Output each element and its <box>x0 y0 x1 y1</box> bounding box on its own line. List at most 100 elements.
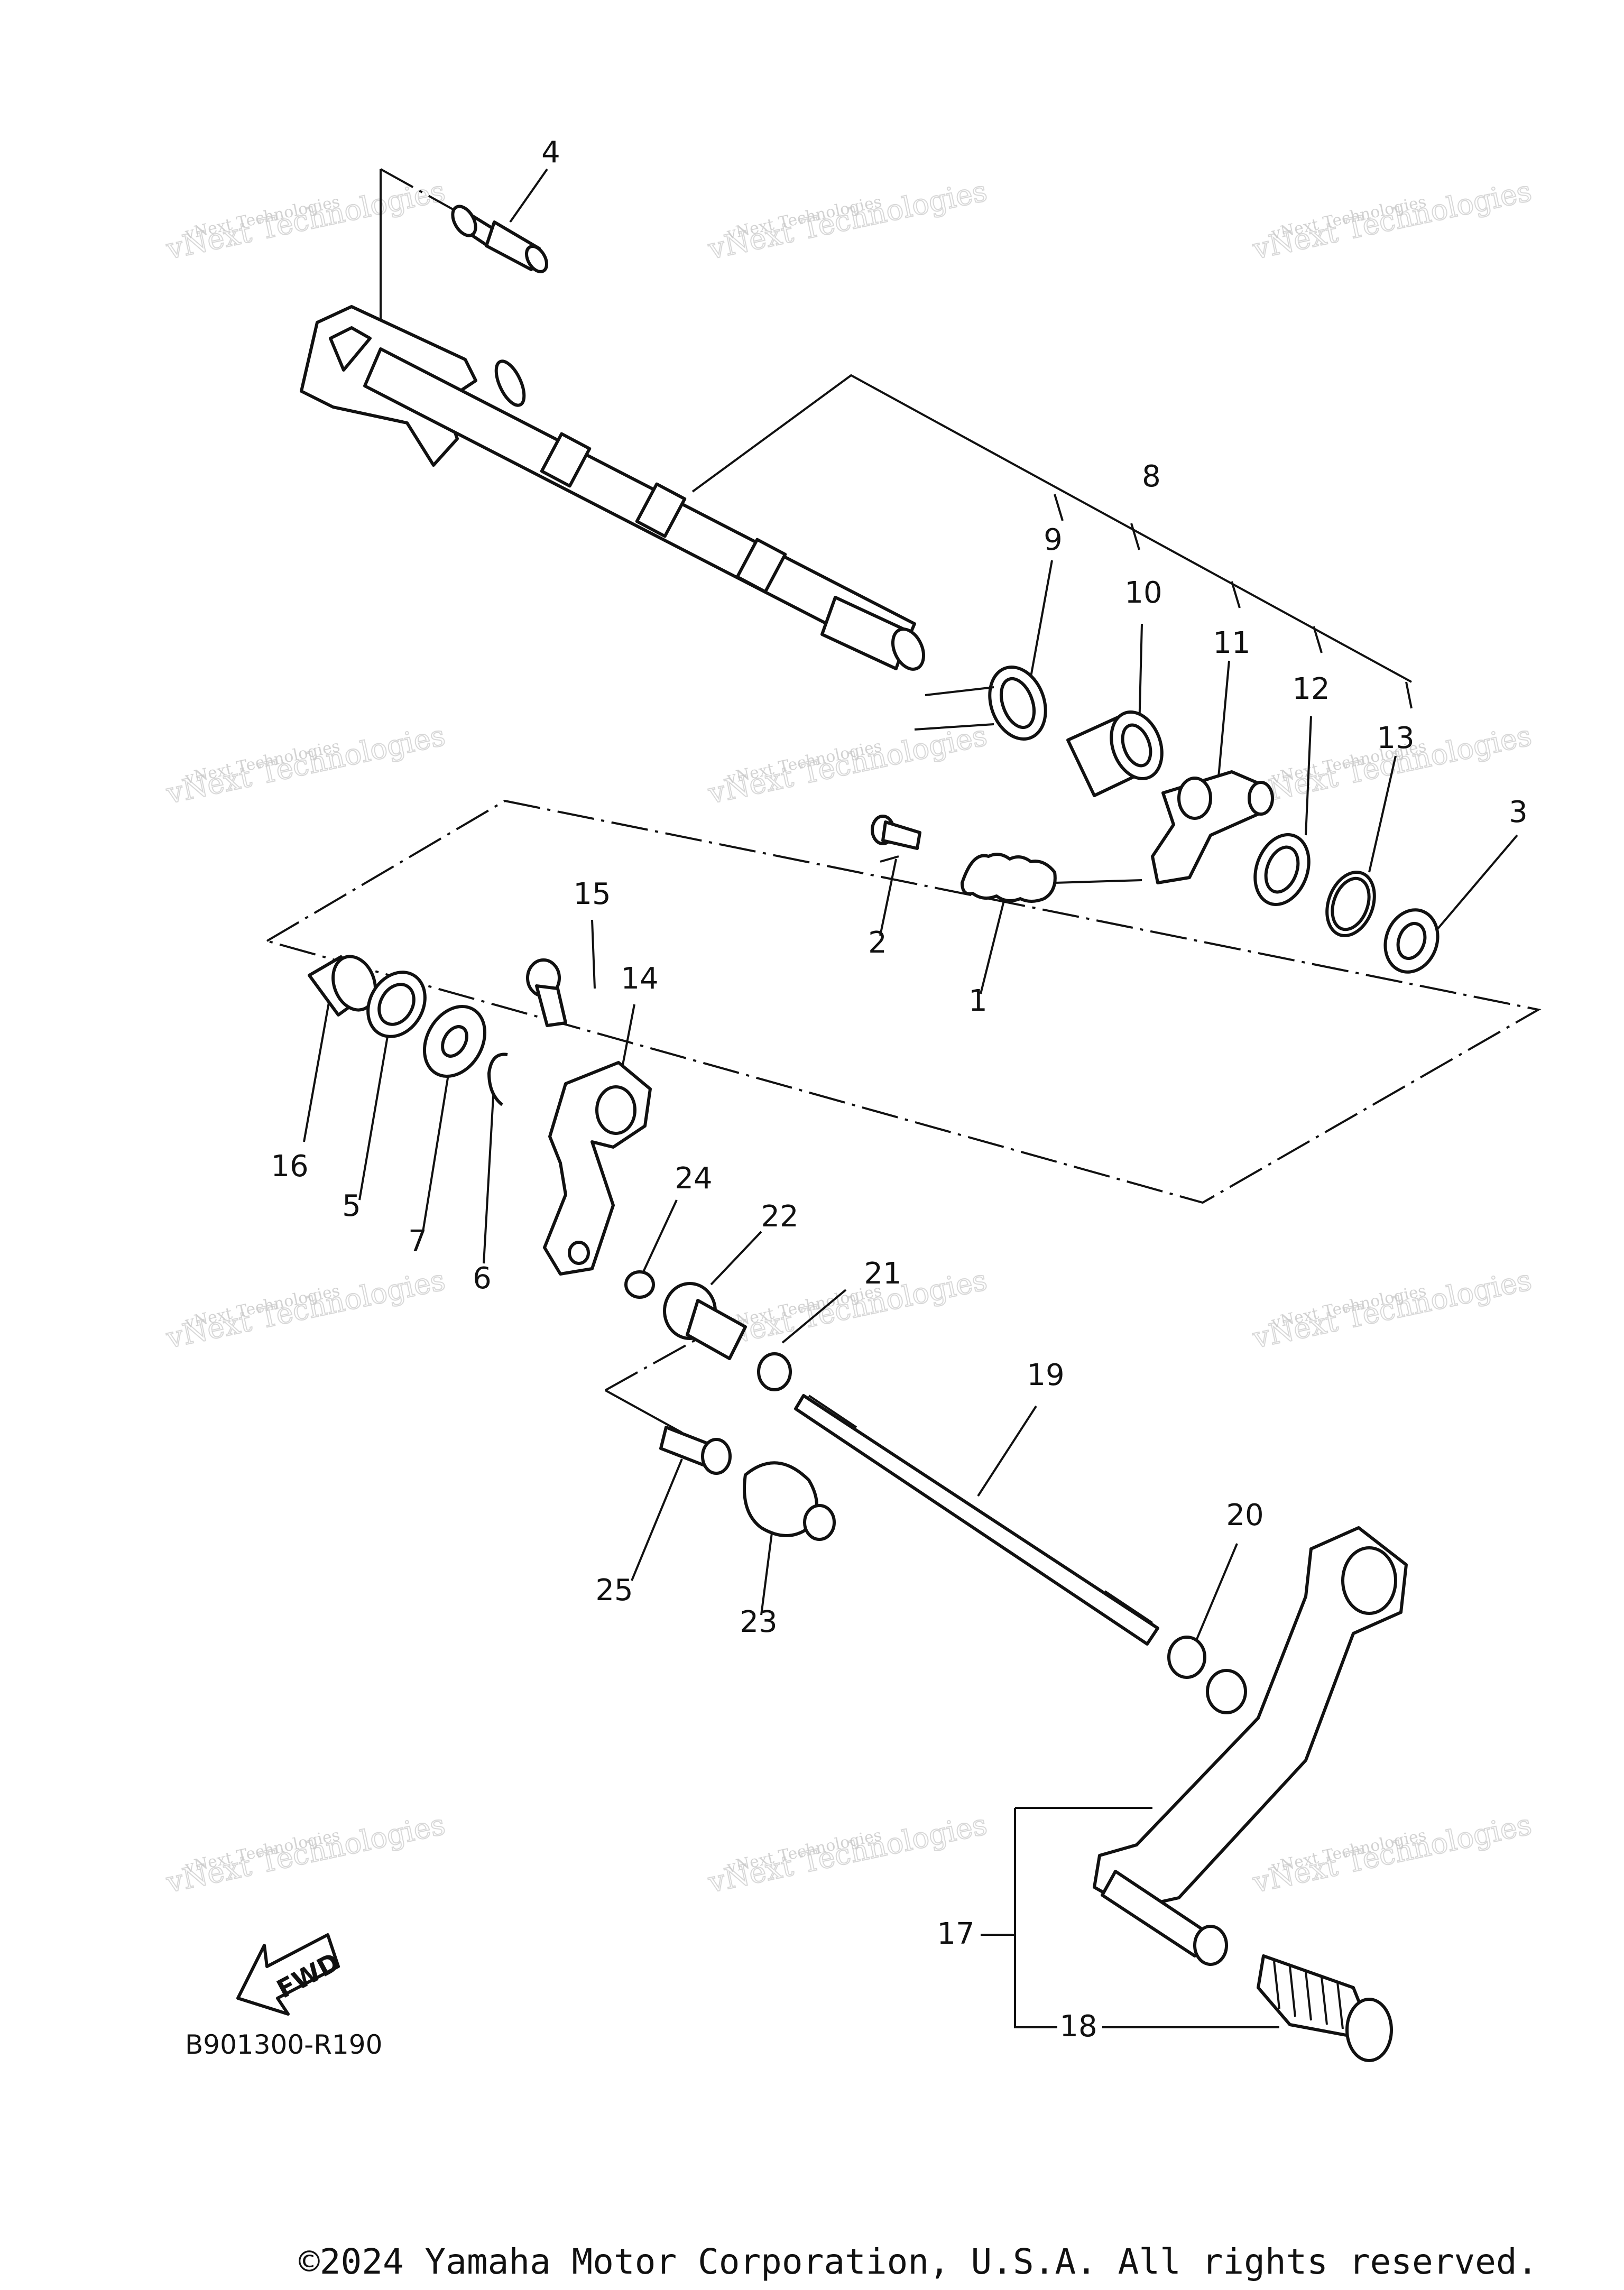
pedal-rod-joint <box>1206 1669 1247 1714</box>
shaft-assembly-bracket <box>691 374 1412 683</box>
nut-part-20 <box>1167 1636 1206 1679</box>
pin-shank <box>881 820 921 850</box>
leader-3 <box>1426 834 1518 942</box>
rod-body <box>794 1394 1159 1646</box>
leader-7 <box>422 1051 453 1232</box>
part-number: 10 <box>1124 576 1162 610</box>
part-number: 16 <box>271 1149 308 1184</box>
spring-coil-inner <box>999 677 1036 730</box>
bearing-bore-5 <box>377 983 416 1026</box>
watermark: vNext Technologies vNext Technologies <box>163 1807 449 1900</box>
leader-23 <box>760 1532 773 1615</box>
part-number: 5 <box>342 1189 361 1223</box>
bolt15-shank <box>535 984 567 1027</box>
part-number: 17 <box>937 1917 974 1951</box>
bolt-part-25 <box>659 1426 732 1475</box>
part-number: 9 <box>1044 523 1063 557</box>
copyright-notice: ©2024 Yamaha Motor Corporation, U.S.A. A… <box>299 2241 1538 2282</box>
leader-5 <box>358 1014 392 1201</box>
leader-2 <box>879 858 897 936</box>
bolt25-head <box>701 1438 732 1475</box>
watermark: vNext Technologies vNext Technologies <box>163 1263 449 1355</box>
leader-10 <box>1138 623 1143 730</box>
assembly-lines <box>266 168 1542 2028</box>
bolt-part-15 <box>526 958 567 1027</box>
bolt-tip <box>525 245 548 273</box>
torsion-spring-part-9 <box>914 666 1047 741</box>
leader-lines <box>303 168 1518 1645</box>
part-number: 18 <box>1059 2009 1097 2044</box>
stopper-lever-part-11 <box>1151 770 1274 884</box>
tick-13 <box>1405 681 1413 709</box>
lever14-hole <box>568 1241 590 1265</box>
washer-bore-7 <box>441 1025 468 1058</box>
rod-threads <box>808 1395 1154 1624</box>
leader-21 <box>781 1289 847 1344</box>
shaft-collar-1 <box>540 432 592 488</box>
circlip-inner-13 <box>1331 876 1371 931</box>
part-number: 22 <box>761 1199 798 1234</box>
link-bracket-line <box>605 1389 682 1434</box>
leader-6 <box>483 1078 495 1264</box>
boot-ring <box>803 1504 836 1541</box>
part-number: 14 <box>621 962 658 996</box>
shaft-end <box>891 627 926 671</box>
part-number: 19 <box>1027 1358 1064 1392</box>
bolt-part-4 <box>451 205 548 273</box>
watermark: vNext Technologies vNext Technologies <box>1249 1807 1535 1900</box>
rubber-ribs <box>1273 1961 1344 2029</box>
leader-1 <box>980 898 1005 994</box>
lever14-body <box>543 1061 652 1276</box>
watermark: vNext Technologies vNext Technologies <box>705 1263 991 1355</box>
lever14-clamp <box>595 1085 636 1135</box>
eclip-part-6 <box>487 1052 508 1106</box>
spring-arm-line <box>1054 879 1142 884</box>
diagram-code: B901300-R190 <box>185 2029 382 2060</box>
collar-part-24 <box>624 1270 655 1299</box>
pedal-peg <box>1101 1870 1212 1957</box>
watermark: vNext Technologies vNext Technologies <box>1249 1263 1535 1355</box>
lever-roller <box>1248 781 1274 816</box>
spring-coils <box>961 853 1057 903</box>
watermark: vNext Technologies vNext Technologies <box>705 718 991 811</box>
shift-arm-cutout <box>329 326 372 372</box>
part-number: 13 <box>1377 721 1414 755</box>
part-number: 6 <box>473 1261 492 1296</box>
shaft-collar-3 <box>735 538 787 594</box>
sub-assembly-box <box>266 799 1542 1204</box>
pedal-rubber-part-18 <box>1257 1954 1393 2062</box>
leader-11 <box>1217 660 1230 778</box>
link-bracket-dashed <box>605 1326 719 1391</box>
leader-16 <box>303 993 331 1142</box>
part-number: 20 <box>1226 1498 1263 1532</box>
leader-24 <box>641 1199 678 1275</box>
shaft-spline <box>820 596 911 670</box>
part-number: 12 <box>1292 672 1330 706</box>
rubber-end <box>1345 1998 1393 2062</box>
pedal-bracket <box>1014 1807 1152 2028</box>
shift-lever-part-14 <box>543 1061 652 1276</box>
watermark: vNext Technologies vNext Technologies <box>705 174 991 266</box>
part-number: 4 <box>541 135 560 170</box>
boot-part-23 <box>743 1461 836 1541</box>
tick-12 <box>1313 626 1323 653</box>
watermark: vNext Technologies vNext Technologies <box>1249 174 1535 266</box>
part-number: 21 <box>864 1257 901 1291</box>
part-number: 7 <box>408 1224 427 1259</box>
part-number: 11 <box>1213 626 1250 660</box>
lever-hole <box>1177 777 1212 820</box>
part-number: 8 <box>1142 459 1161 494</box>
collar-bore <box>1121 723 1152 768</box>
watermark: vNext Technologies vNext Technologies <box>163 174 449 266</box>
part-number: 15 <box>573 877 611 911</box>
collar-part-10 <box>1066 710 1164 797</box>
part-number: 3 <box>1509 795 1528 829</box>
part-number: 25 <box>595 1573 633 1608</box>
washer-bore-12 <box>1264 845 1300 894</box>
fwd-arrow: FWD <box>236 1933 345 2016</box>
leader-19 <box>977 1405 1037 1497</box>
pedal-peg-end <box>1193 1925 1228 1966</box>
spring-part-1 <box>961 853 1057 903</box>
tick-8 <box>1130 523 1140 550</box>
pedal-pivot <box>1341 1546 1397 1615</box>
